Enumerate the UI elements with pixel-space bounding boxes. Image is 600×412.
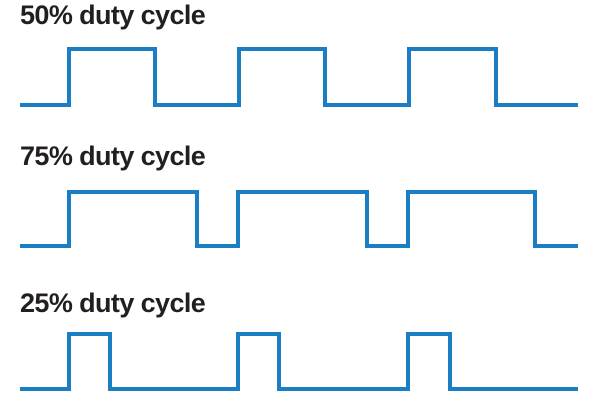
duty-cycle-label-50: 50% duty cycle xyxy=(20,0,206,30)
duty-cycle-label-75: 75% duty cycle xyxy=(20,141,206,171)
duty-cycle-label-25: 25% duty cycle xyxy=(20,288,206,318)
waveform-25-percent xyxy=(20,332,578,391)
waveform-75-percent xyxy=(20,190,578,248)
waveform-50-percent xyxy=(20,47,578,107)
